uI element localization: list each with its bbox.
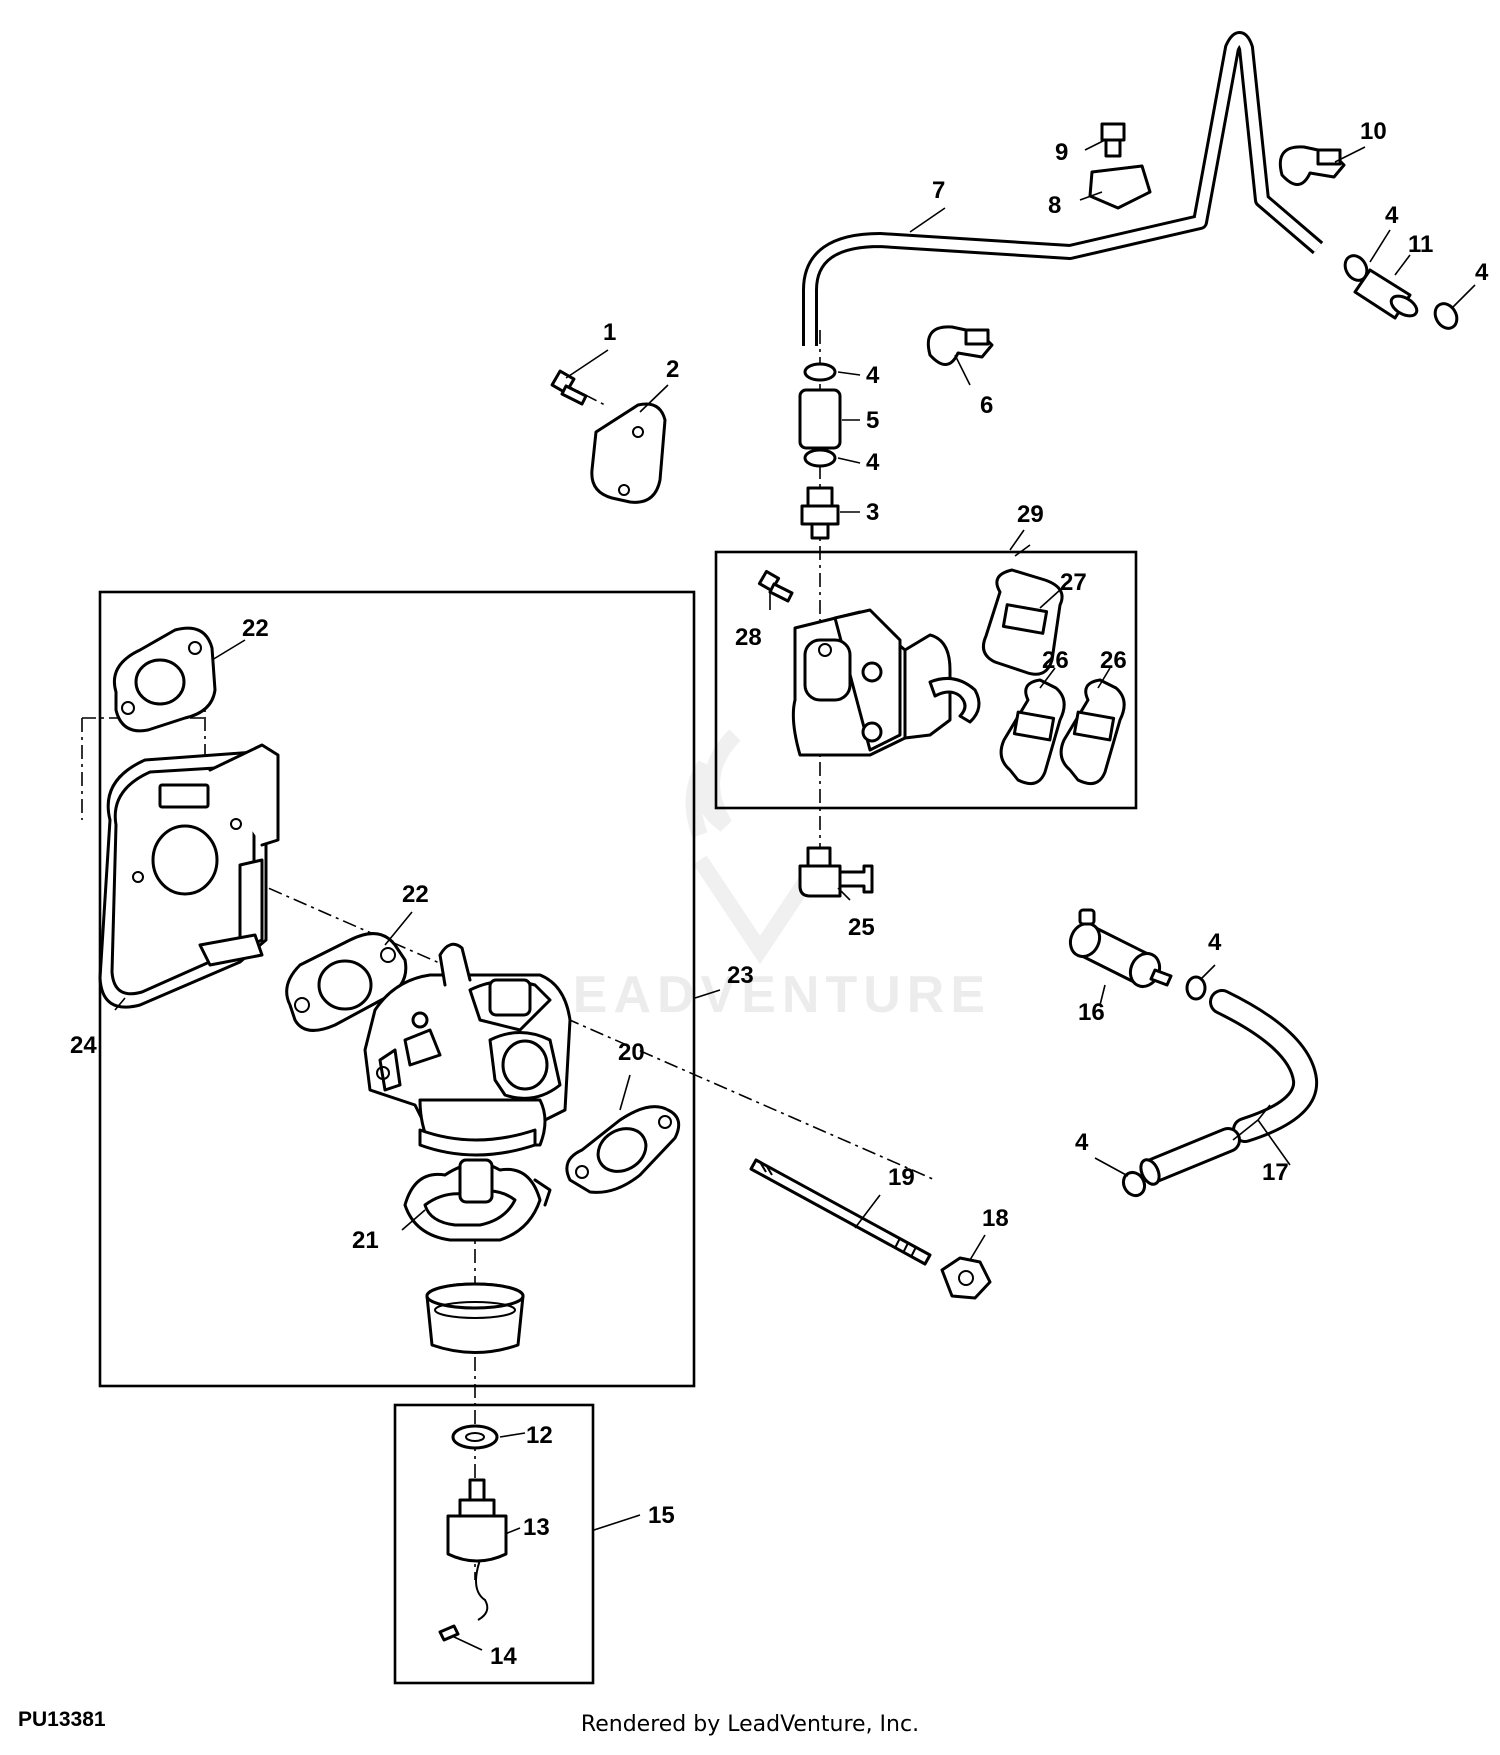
callout-6: 6	[980, 392, 993, 419]
callout-22b: 22	[402, 881, 429, 908]
callout-2: 2	[666, 356, 679, 383]
callout-16: 16	[1078, 999, 1105, 1026]
float-bowl-icon	[425, 1282, 525, 1354]
callout-4a: 4	[866, 362, 880, 389]
callout-4d: 4	[1475, 259, 1489, 286]
clamp-icon	[1088, 164, 1152, 210]
callout-14: 14	[490, 1643, 517, 1670]
callout-4f: 4	[1075, 1129, 1089, 1156]
callout-23: 23	[727, 962, 754, 989]
callout-11: 11	[1408, 231, 1433, 258]
callout-27: 27	[1060, 569, 1087, 596]
callout-4e: 4	[1208, 929, 1222, 956]
callout-19: 19	[888, 1164, 915, 1191]
float-icon	[403, 1158, 552, 1242]
callout-labels: 1 2 3 4 4 4 4 4 4 5 6 7 8 9 10 11 12 13 …	[70, 118, 1489, 1670]
callout-10: 10	[1360, 118, 1387, 145]
gasket-icon	[982, 568, 1126, 786]
fuel-line	[802, 31, 1324, 346]
callout-21: 21	[352, 1227, 379, 1254]
callout-20: 20	[618, 1039, 645, 1066]
callout-15: 15	[648, 1502, 675, 1529]
frame-carburetor-kit	[98, 590, 696, 1388]
carburetor-icon	[363, 942, 572, 1157]
fitting-icon	[800, 486, 840, 540]
callout-7: 7	[932, 177, 945, 204]
callout-26a: 26	[1042, 647, 1069, 674]
hose-clamp-icon	[803, 254, 1459, 1198]
watermark-text: LEADVENTURE	[535, 966, 991, 1024]
leadventure-watermark: LEADVENTURE	[535, 729, 991, 1024]
hose-icon	[1353, 268, 1419, 320]
callout-4b: 4	[866, 449, 880, 476]
callout-5: 5	[866, 407, 879, 434]
fuel-hose-icon	[1139, 989, 1319, 1186]
bolt-icon	[1100, 122, 1126, 158]
line-clip-icon	[926, 325, 994, 366]
frame-fuel-pump-kit	[714, 550, 1138, 810]
solenoid-icon	[446, 1478, 508, 1621]
elbow-fitting-icon	[798, 846, 874, 898]
washer-icon	[451, 1424, 499, 1450]
callout-24: 24	[70, 1032, 97, 1059]
callout-18: 18	[982, 1205, 1009, 1232]
callout-9: 9	[1055, 139, 1068, 166]
callout-1: 1	[603, 319, 616, 346]
callout-13: 13	[523, 1514, 550, 1541]
callout-29: 29	[1017, 501, 1044, 528]
callout-28: 28	[735, 624, 762, 651]
callout-26b: 26	[1100, 647, 1127, 674]
fuel-pump-icon	[791, 608, 981, 757]
hose-icon	[798, 388, 842, 450]
callout-8: 8	[1048, 192, 1061, 219]
stud-icon	[749, 1158, 932, 1266]
line-clip-icon	[1278, 145, 1346, 186]
frame-solenoid-kit	[393, 1403, 595, 1685]
callout-22a: 22	[242, 615, 269, 642]
callout-25: 25	[848, 914, 875, 941]
diagram-code: PU13381	[18, 1708, 106, 1731]
callout-4c: 4	[1385, 202, 1399, 229]
fuel-filter-icon	[1068, 908, 1173, 989]
gasket-icon	[565, 1105, 681, 1194]
callout-3: 3	[866, 499, 879, 526]
nut-icon	[940, 1256, 992, 1300]
render-credit: Rendered by LeadVenture, Inc.	[580, 1712, 920, 1737]
leader-lines	[114, 139, 1476, 1651]
cover-plate-icon	[590, 402, 667, 504]
callout-17: 17	[1262, 1159, 1289, 1186]
screw-icon	[757, 569, 794, 603]
gasket-icon	[285, 932, 408, 1032]
air-cleaner-base-icon	[98, 743, 280, 1009]
callout-12: 12	[526, 1422, 553, 1449]
terminal-clip-icon	[438, 1624, 460, 1642]
gasket-icon	[113, 626, 217, 733]
